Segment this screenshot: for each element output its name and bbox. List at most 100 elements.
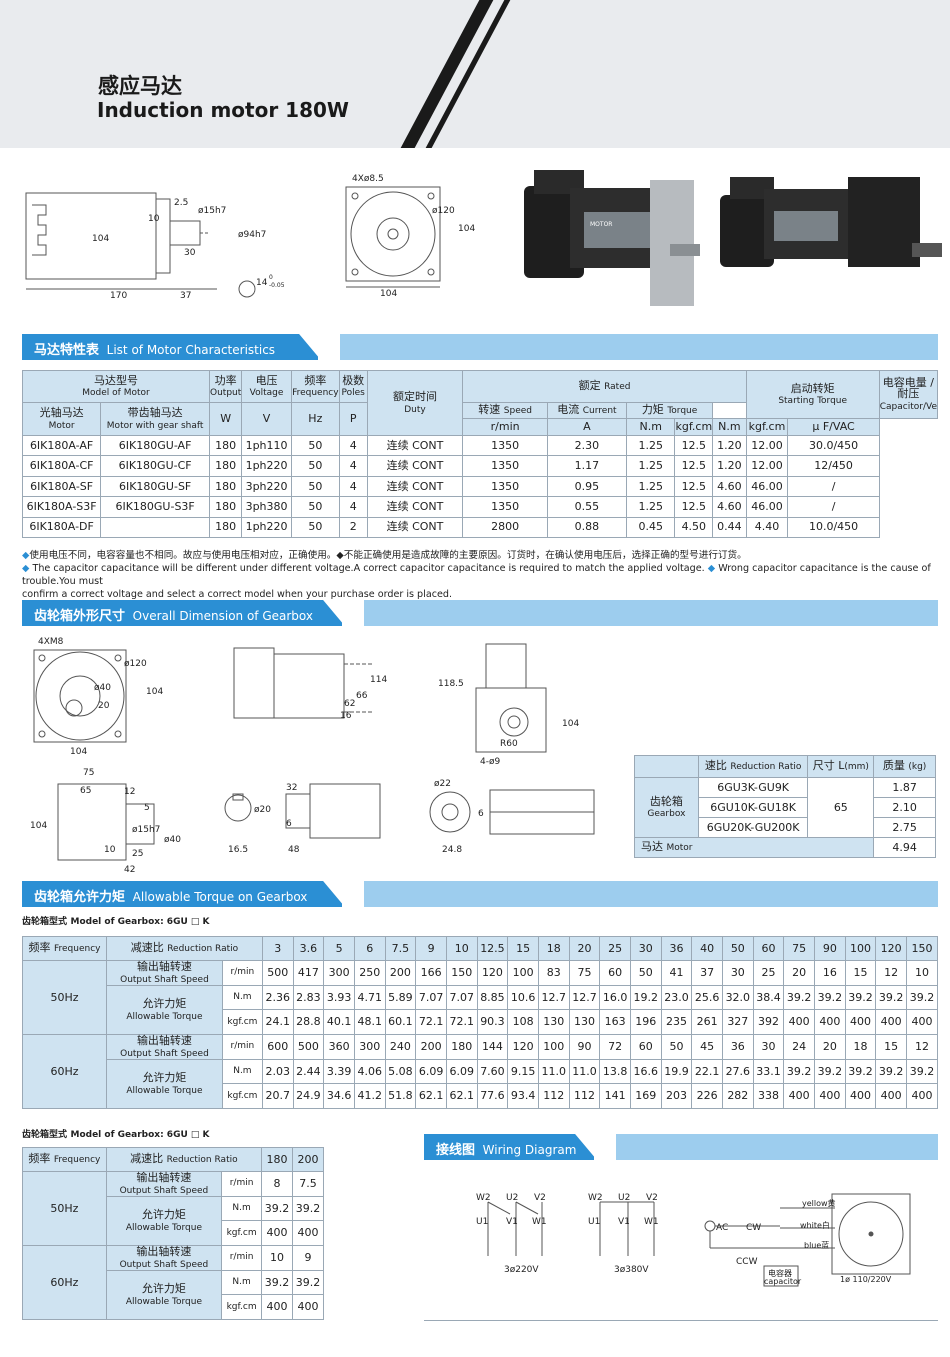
header-current: 电流 Current [546,402,627,419]
dim-label: 42 [124,865,135,875]
value-cell: 3.39 [323,1058,355,1085]
value-cell: 72 [599,1033,631,1060]
mass-cell: 2.10 [873,797,936,818]
value-cell: 11.0 [537,1058,570,1085]
value-cell: 400 [844,1009,877,1035]
length-cell: 65 [807,777,875,838]
cell-motor: 6IK180A-S3F [21,496,102,518]
value-cell: 72.1 [415,1009,447,1035]
cell-hz: 50 [290,516,340,538]
value-cell: 11.0 [568,1058,601,1085]
cell-cap: / [787,475,880,498]
capacitor-note: ◆使用电压不同，电容容量也不相同。故应与使用电压相对应，正确使用。◆不能正确使用… [22,550,931,600]
value-cell: 16 [814,960,846,986]
value-cell: 120 [476,960,509,986]
value-cell: 20.7 [261,1083,294,1109]
dim-label: 10 [104,845,116,855]
cell-snm: 1.20 [712,434,747,457]
value-cell: 24.9 [292,1083,325,1109]
cell-duty: 连续 CONT [366,434,464,457]
value-cell: 196 [629,1009,662,1035]
dim-label: 104 [70,747,87,757]
value-cell: 6.09 [415,1058,447,1085]
dim-label: 75 [83,768,94,778]
cell-v: 3ph380 [241,496,292,518]
value-cell: 240 [384,1033,417,1060]
terminal-label: U1 [588,1217,600,1227]
value-cell: 50 [660,1033,693,1060]
section-title-cn: 马达特性表 [34,343,100,358]
dim-label: ø15h7 [132,825,160,835]
value-cell: 8 [261,1171,294,1197]
dim-label: 62 [344,699,355,709]
ratio-cell: 6GU10K-GU18K [697,797,809,818]
unit-v: V [241,402,292,436]
value-cell: 7.07 [415,984,447,1011]
ratio-cell: 6 [353,936,386,961]
section-title-cn: 齿轮箱外形尺寸 [34,609,126,624]
ratio-cell: 12.5 [476,936,509,961]
unit-cell: r/min [221,1033,263,1060]
dim-label: 104 [146,687,163,697]
value-cell: 100 [537,1033,570,1060]
ac-label: AC [716,1223,728,1233]
dim-label: 16 [340,711,352,721]
cell-gear: 6IK180GU-S3F [100,496,211,518]
unit-kgf: kgf.cm [674,418,714,436]
dim-label: 114 [370,675,387,685]
unit-cell: N.m [221,1195,263,1222]
capacitor-label-en: capacitor [764,1277,802,1286]
wire-white-label: white白 [800,1220,830,1230]
cell-cap: / [787,496,880,518]
wiring-baseline [424,1320,938,1321]
value-cell: 39.2 [814,1058,846,1085]
value-cell: 10 [906,960,938,986]
value-cell: 48.1 [353,1009,386,1035]
value-cell: 261 [691,1009,723,1035]
cell-a: 0.95 [546,475,627,498]
header-torque: 力矩 Torque [625,402,714,419]
cell-a: 0.88 [546,516,627,538]
value-cell: 90 [568,1033,601,1060]
value-cell: 20 [783,960,815,986]
value-cell: 25.6 [691,984,723,1011]
value-cell: 75 [568,960,601,986]
value-cell: 400 [292,1220,324,1246]
dim-label: 170 [110,291,127,301]
value-cell: 130 [537,1009,570,1035]
value-cell: 60 [629,1033,662,1060]
value-cell: 282 [721,1083,754,1109]
value-cell: 4.06 [353,1058,386,1085]
cell-duty: 连续 CONT [366,455,464,477]
dim-label: 12 [124,787,135,797]
value-cell: 8.85 [476,984,509,1011]
dim-label: 104 [458,224,475,234]
value-cell: 108 [507,1009,539,1035]
header-frequency: 频率 Frequency [22,1147,107,1172]
unit-cell: r/min [221,960,263,986]
header-ratio: 减速比 Reduction Ratio [105,936,263,961]
gearmotor-photo [720,177,942,267]
value-cell: 300 [323,960,355,986]
value-cell: 400 [261,1220,294,1246]
dim-label: 16.5 [228,845,248,855]
cell-cap: 12/450 [787,455,880,477]
cell-v: 3ph220 [241,475,292,498]
motor-front-drawing: 4Xø8.5 ø120 104 104 [345,174,475,299]
value-cell: 20 [814,1033,846,1060]
unit-nm: N.m [625,418,676,436]
dim-label: 20 [98,701,110,711]
gearbox-side-drawing: 114 66 62 16 [233,647,387,721]
value-cell: 2.03 [261,1058,294,1085]
dim-label: 0 [269,274,273,281]
